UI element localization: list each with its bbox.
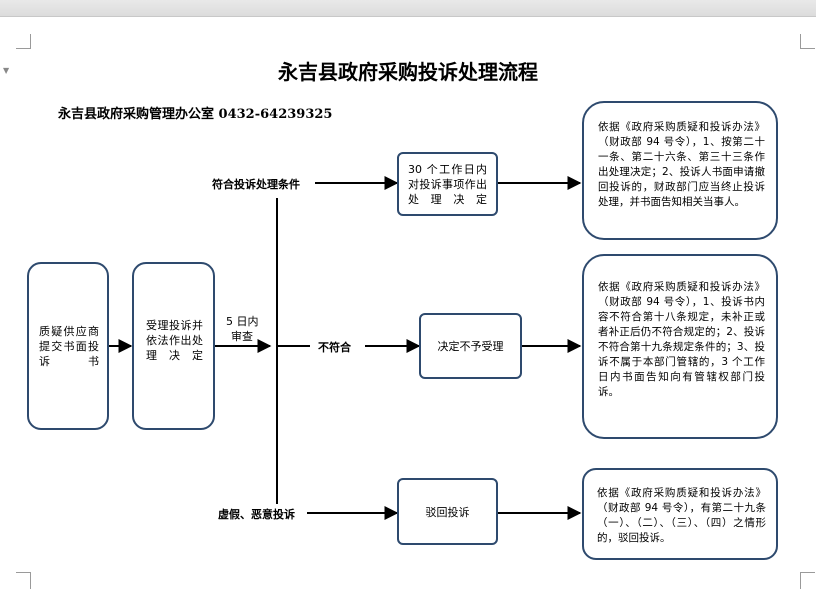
basis-box-3: 依据《政府采购质疑和投诉办法》（财政部 94 号令），有第二十九条（一）、（二）…: [582, 468, 778, 560]
basis-box-1: 依据《政府采购质疑和投诉办法》（财政部 94 号令），1、按第二十一条、第二十六…: [582, 101, 778, 240]
page-corner-mark: [800, 572, 815, 589]
review-days-label: 5 日内: [226, 315, 259, 328]
basis-text-1: 依据《政府采购质疑和投诉办法》（财政部 94 号令），1、按第二十一条、第二十六…: [598, 121, 765, 208]
page-corner-mark: [800, 34, 815, 49]
dismiss-complaint-text: 驳回投诉: [425, 506, 470, 519]
basis-text-3: 依据《政府采购质疑和投诉办法》（财政部 94 号令），有第二十九条（一）、（二）…: [597, 487, 766, 544]
reject-accept-text: 决定不予受理: [437, 340, 504, 353]
page-corner-mark: [16, 572, 31, 589]
toolbar-strip: [0, 0, 816, 17]
false-malicious-label: 虚假、恶意投诉: [218, 508, 295, 521]
reject-accept-box: 决定不予受理: [419, 313, 522, 379]
dismiss-complaint-box: 驳回投诉: [397, 478, 498, 545]
accept-handle-box: 受理投诉并依法作出处理决定: [132, 262, 215, 430]
process-30-days-text: 30 个工作日内对投诉事项作出处理决定: [408, 163, 487, 206]
office-contact: 永吉县政府采购管理办公室 0432-64239325: [58, 107, 333, 122]
page-corner-mark: [16, 34, 31, 49]
review-label: 审查: [231, 330, 253, 343]
accept-handle-text: 受理投诉并依法作出处理决定: [146, 319, 203, 362]
page-title: 永吉县政府采购投诉处理流程: [278, 60, 538, 84]
meets-conditions-label: 符合投诉处理条件: [212, 178, 300, 191]
basis-box-2: 依据《政府采购质疑和投诉办法》（财政部 94 号令），1、投诉书内容不符合第十八…: [582, 254, 778, 439]
caret-down-icon[interactable]: ▼: [3, 66, 10, 75]
process-30-days-box: 30 个工作日内对投诉事项作出处理决定: [397, 152, 498, 216]
supplier-complaint-box: 质疑供应商提交书面投诉书: [27, 262, 109, 430]
not-meet-label: 不符合: [318, 341, 351, 354]
supplier-complaint-text: 质疑供应商提交书面投诉书: [39, 325, 99, 368]
basis-text-2: 依据《政府采购质疑和投诉办法》（财政部 94 号令），1、投诉书内容不符合第十八…: [598, 281, 765, 398]
